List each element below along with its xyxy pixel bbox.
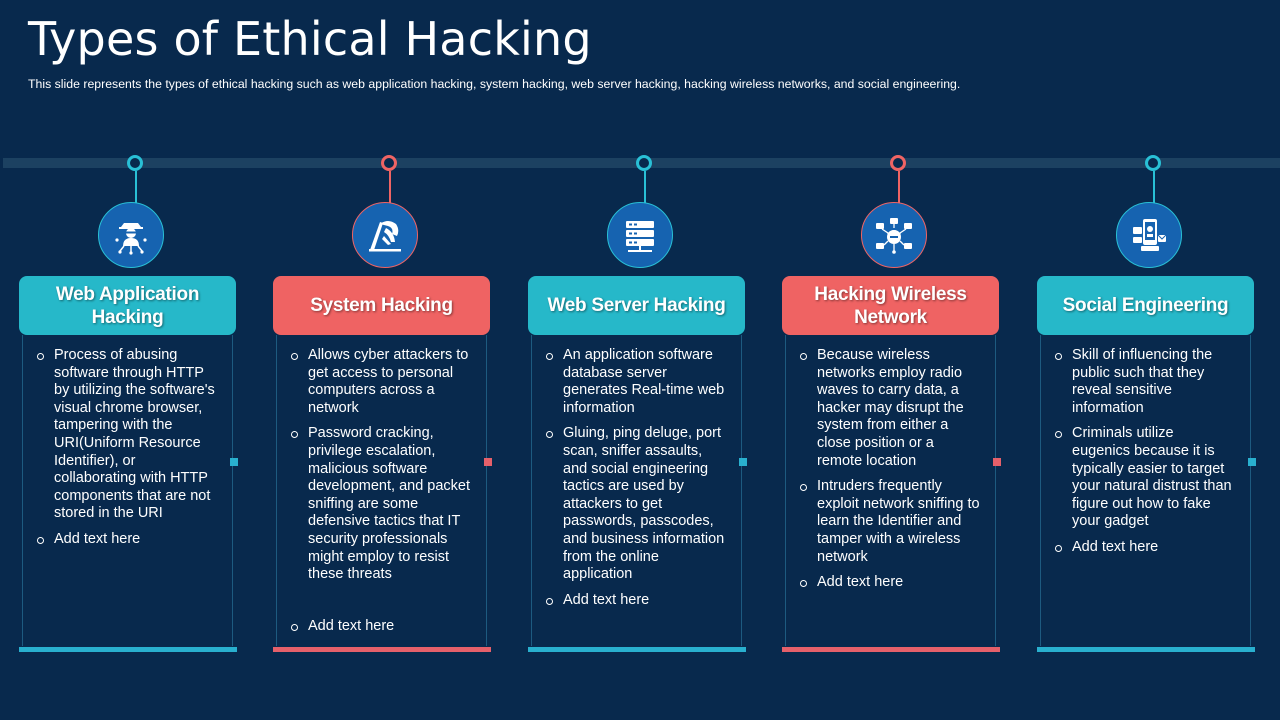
bullet-item: Add text here xyxy=(544,592,726,610)
side-marker xyxy=(484,458,492,466)
social-engineering-phone-icon xyxy=(1133,219,1167,251)
hacker-laptop-icon xyxy=(369,221,401,252)
timeline-node xyxy=(127,155,143,171)
icon-badge xyxy=(98,202,164,268)
bottom-accent-bar xyxy=(273,647,491,652)
timeline-node xyxy=(890,155,906,171)
bullet-item: An application software database server … xyxy=(544,347,726,417)
bullet-list: An application software database server … xyxy=(544,347,726,617)
side-marker xyxy=(993,458,1001,466)
timeline-node xyxy=(636,155,652,171)
column-header: Web Application Hacking xyxy=(19,276,236,335)
column-header: System Hacking xyxy=(273,276,490,335)
timeline-stem xyxy=(644,171,646,204)
column-body-frame xyxy=(1040,335,1251,646)
icon-badge xyxy=(1116,202,1182,268)
slide-title: Types of Ethical Hacking xyxy=(28,12,592,66)
column-system-hacking: System Hacking Allows cyber attackers to… xyxy=(273,0,493,720)
bottom-accent-bar xyxy=(782,647,1000,652)
hacker-network-icon xyxy=(115,223,147,255)
bottom-accent-bar xyxy=(1037,647,1255,652)
bullet-item: Add text here xyxy=(289,618,471,636)
bullet-item: Gluing, ping deluge, port scan, sniffer … xyxy=(544,425,726,583)
column-body-frame xyxy=(276,335,487,646)
side-marker xyxy=(1248,458,1256,466)
bullet-item: Allows cyber attackers to get access to … xyxy=(289,347,471,417)
bullet-item: Skill of influencing the public such tha… xyxy=(1053,347,1235,417)
bullet-item: Password cracking, privilege escalation,… xyxy=(289,425,471,583)
icon-badge xyxy=(352,202,418,268)
timeline-stem xyxy=(1153,171,1155,204)
column-hacking-wireless-network: Hacking Wireless Network Because wireles… xyxy=(782,0,1002,720)
bullet-list: Skill of influencing the public such tha… xyxy=(1053,347,1235,565)
bullet-item: Add text here xyxy=(798,574,980,592)
server-rack-icon xyxy=(626,221,654,252)
timeline-node xyxy=(381,155,397,171)
column-social-engineering: Social Engineering Skill of influencing … xyxy=(1037,0,1257,720)
side-marker xyxy=(739,458,747,466)
bullet-item: Process of abusing software through HTTP… xyxy=(35,347,217,523)
timeline-stem xyxy=(898,171,900,204)
icon-badge xyxy=(861,202,927,268)
bullet-item: Because wireless networks employ radio w… xyxy=(798,347,980,470)
column-body-frame xyxy=(22,335,233,646)
slide-subtitle: This slide represents the types of ethic… xyxy=(28,77,961,91)
side-marker xyxy=(230,458,238,466)
column-body-frame xyxy=(785,335,996,646)
bottom-accent-bar xyxy=(19,647,237,652)
column-web-application-hacking: Web Application Hacking Process of abusi… xyxy=(19,0,239,720)
bottom-accent-bar xyxy=(528,647,746,652)
bullet-item: Intruders frequently exploit network sni… xyxy=(798,478,980,566)
column-web-server-hacking: Web Server Hacking An application softwa… xyxy=(528,0,748,720)
bullet-item: Criminals utilize eugenics because it is… xyxy=(1053,425,1235,531)
wireless-network-hacker-icon xyxy=(876,218,912,254)
timeline-node xyxy=(1145,155,1161,171)
column-header: Social Engineering xyxy=(1037,276,1254,335)
column-body-frame xyxy=(531,335,742,646)
bullet-item: Add text here xyxy=(35,531,217,549)
bullet-item: Add text here xyxy=(1053,539,1235,557)
column-header: Web Server Hacking xyxy=(528,276,745,335)
timeline-stem xyxy=(389,171,391,204)
bullet-list: Allows cyber attackers to get access to … xyxy=(289,347,471,643)
icon-badge xyxy=(607,202,673,268)
bullet-list: Because wireless networks employ radio w… xyxy=(798,347,980,600)
column-header: Hacking Wireless Network xyxy=(782,276,999,335)
bullet-list: Process of abusing software through HTTP… xyxy=(35,347,217,557)
timeline-stem xyxy=(135,171,137,204)
